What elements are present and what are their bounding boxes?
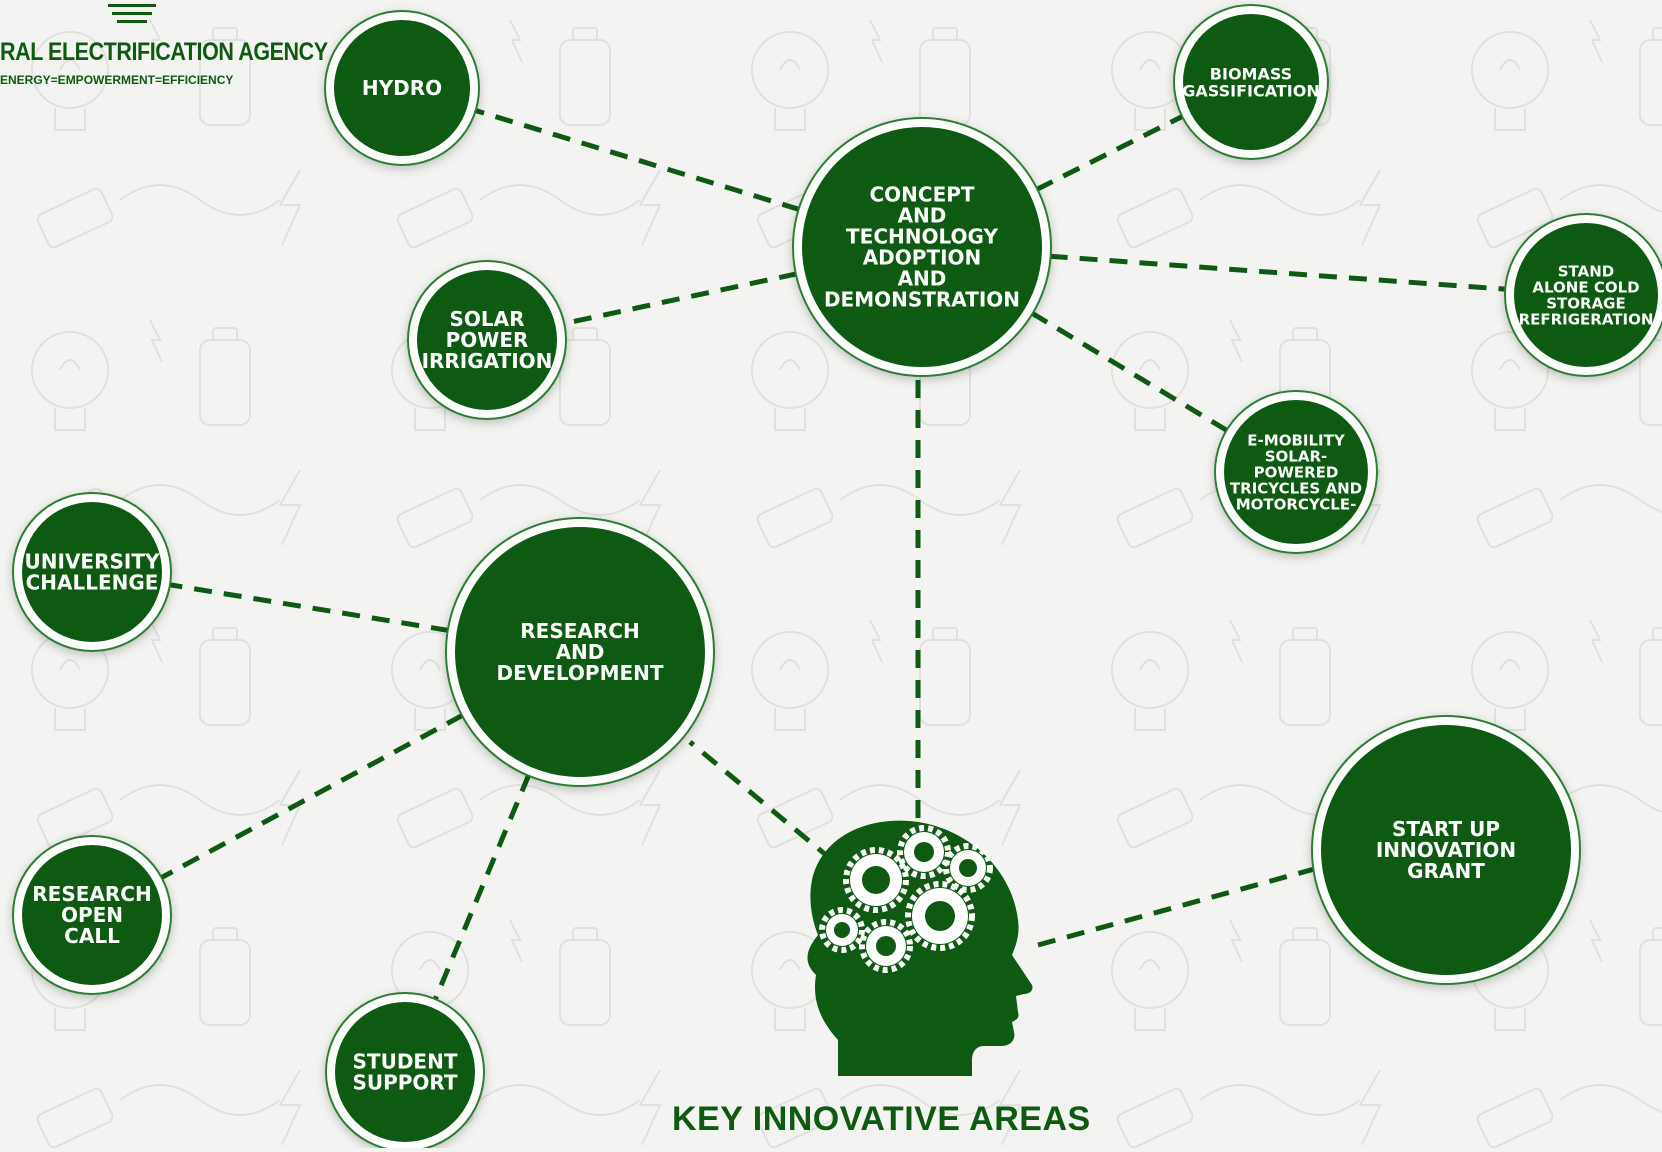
node-label-line: REFRIGERATION (1519, 310, 1654, 328)
node-label-line: IRRIGATION (422, 349, 553, 373)
connectors (159, 107, 1507, 1001)
node-concept-technology: CONCEPTANDTECHNOLOGYADOPTIONANDDEMONSTRA… (792, 117, 1052, 377)
node-label-line: TECHNOLOGY (846, 225, 998, 249)
node-label-line: STAND (1558, 262, 1614, 280)
node-label-line: START UP (1392, 817, 1500, 841)
node-label-line: OPEN (61, 903, 123, 927)
connector-concept-technology-biomass (1035, 113, 1185, 192)
node-disc (1183, 14, 1319, 150)
connector-research-development-university-challenge (168, 582, 450, 633)
node-label-line: DEMONSTRATION (824, 288, 1020, 312)
node-disc (22, 845, 162, 985)
node-label-line: AND (556, 640, 605, 664)
node-label-line: E-MOBILITY (1247, 431, 1346, 449)
node-label-line: ALONE COLD (1532, 278, 1639, 296)
connector-head-start-up-grant (1037, 865, 1319, 948)
connector-concept-technology-hydro (473, 107, 801, 212)
node-label-line: SOLAR- (1265, 447, 1328, 465)
node-disc (1224, 400, 1368, 544)
node-label-line: UNIVERSITY (25, 550, 160, 574)
node-label-line: SUPPORT (352, 1071, 457, 1095)
node-label-line: POWERED (1254, 463, 1339, 481)
logo-mark (108, 4, 156, 28)
node-label-line: RESEARCH (32, 882, 151, 906)
node-hydro: HYDRO (324, 10, 480, 166)
node-label-line: INNOVATION (1376, 838, 1516, 862)
node-label-line: STUDENT (353, 1050, 458, 1074)
diagram-title: KEY INNOVATIVE AREAS (672, 1100, 1091, 1138)
node-label-line: DEVELOPMENT (496, 661, 663, 685)
node-label-line: CHALLENGE (26, 571, 159, 595)
connector-research-development-research-open-call (159, 712, 465, 881)
node-label-line: ADOPTION (863, 246, 982, 270)
node-disc (1321, 725, 1571, 975)
node-disc (335, 1002, 475, 1142)
agency-tagline: ENERGY=EMPOWERMENT=EFFICIENCY (0, 73, 234, 87)
node-disc (417, 270, 557, 410)
connector-research-development-student-support (432, 773, 532, 1001)
node-disc (334, 20, 470, 156)
node-disc (802, 127, 1042, 367)
node-label-line: CALL (64, 924, 120, 948)
node-label-line: SOLAR (449, 307, 524, 331)
node-label-line: AND (898, 204, 947, 228)
node-label-line: RESEARCH (520, 619, 639, 643)
node-label-line: AND (898, 267, 947, 291)
node-label-line: POWER (446, 328, 529, 352)
node-label-line: TRICYCLES AND (1230, 479, 1362, 497)
node-label-line: HYDRO (362, 76, 442, 100)
node-disc (22, 502, 162, 642)
connector-concept-technology-cold-storage (1049, 253, 1507, 292)
connector-concept-technology-solar-irrigation (562, 271, 798, 327)
head-gears-icon (807, 820, 1033, 1076)
node-label-line: MOTORCYCLE- (1236, 495, 1357, 513)
node-label-line: BIOMASS (1210, 64, 1292, 83)
node-label-line: CONCEPT (869, 183, 974, 207)
node-layer: CONCEPTANDTECHNOLOGYADOPTIONANDDEMONSTRA… (12, 4, 1662, 1152)
node-label-line: GASSIFICATION (1182, 81, 1319, 100)
node-label-line: STORAGE (1546, 294, 1626, 312)
node-disc (455, 527, 705, 777)
agency-name: RAL ELECTRIFICATION AGENCY (0, 38, 328, 66)
node-label-line: GRANT (1407, 859, 1485, 883)
node-disc (1514, 223, 1658, 367)
connector-head-research-development (688, 740, 834, 862)
connector-concept-technology-e-mobility (1030, 310, 1229, 433)
